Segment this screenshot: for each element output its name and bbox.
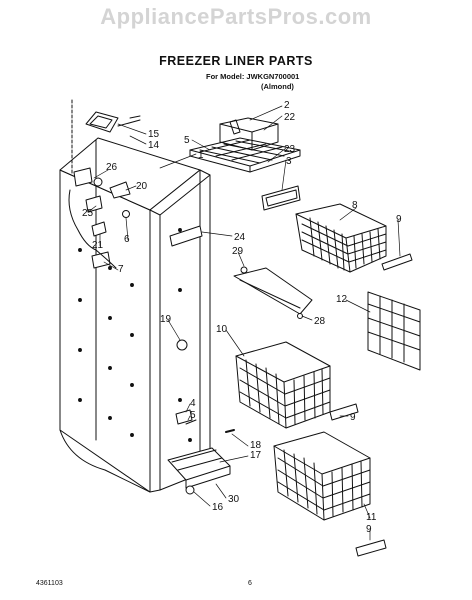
lower-basket-rail bbox=[355, 539, 387, 557]
callout-2: 2 bbox=[284, 100, 290, 111]
callout-20: 20 bbox=[136, 181, 148, 192]
model-number: For Model: JWKGN700001 bbox=[206, 72, 300, 81]
leader-lines bbox=[87, 105, 401, 541]
control-cluster bbox=[68, 167, 131, 269]
callout-22: 22 bbox=[284, 112, 296, 123]
callout-10: 10 bbox=[216, 324, 228, 335]
callout-25: 25 bbox=[82, 208, 94, 219]
callout-17: 17 bbox=[250, 450, 262, 461]
callout-labels: 2 22 5 23 3 15 14 1 26 20 25 6 21 7 24 8… bbox=[82, 100, 402, 535]
callout-9-middle: 9 bbox=[350, 412, 356, 423]
callout-18: 18 bbox=[250, 440, 262, 451]
callout-26: 26 bbox=[106, 162, 118, 173]
callout-12: 12 bbox=[336, 294, 348, 305]
callout-30: 30 bbox=[228, 494, 240, 505]
model-color: (Almond) bbox=[261, 82, 294, 91]
middle-basket bbox=[235, 341, 331, 429]
callout-21: 21 bbox=[92, 240, 104, 251]
fasteners bbox=[175, 339, 235, 433]
callout-1: 1 bbox=[198, 150, 204, 161]
callout-5: 5 bbox=[184, 135, 190, 146]
callout-4: 4 bbox=[190, 398, 196, 409]
diagram-title: FREEZER LINER PARTS bbox=[159, 54, 313, 68]
middle-basket-rail bbox=[329, 403, 359, 421]
callout-7: 7 bbox=[118, 264, 124, 275]
callout-5-lower: 5 bbox=[190, 410, 196, 421]
shelf-bracket bbox=[169, 225, 203, 247]
watermark-logo: AppliancePartsPros.com bbox=[100, 4, 372, 29]
page-number: 6 bbox=[248, 580, 252, 587]
upper-basket-rail bbox=[381, 253, 413, 271]
lower-basket bbox=[273, 431, 371, 521]
callout-29: 29 bbox=[232, 246, 244, 257]
callout-3: 3 bbox=[286, 156, 292, 167]
upper-basket bbox=[295, 203, 387, 273]
freezer-liner bbox=[59, 99, 211, 493]
callout-14: 14 bbox=[148, 140, 160, 151]
callout-11: 11 bbox=[366, 512, 377, 523]
bottom-trim bbox=[167, 447, 231, 495]
callout-28: 28 bbox=[314, 316, 326, 327]
callout-9-lower: 9 bbox=[366, 524, 372, 535]
callout-16: 16 bbox=[212, 502, 224, 513]
document-number: 4361103 bbox=[36, 580, 63, 587]
callout-6: 6 bbox=[124, 234, 130, 245]
ice-tray-shelf bbox=[189, 117, 301, 211]
callout-9-upper: 9 bbox=[396, 214, 402, 225]
callout-15: 15 bbox=[148, 129, 160, 140]
callout-19: 19 bbox=[160, 314, 172, 325]
callout-24: 24 bbox=[234, 232, 246, 243]
slide-rail bbox=[233, 266, 313, 319]
callout-23: 23 bbox=[284, 144, 296, 155]
callout-8: 8 bbox=[352, 200, 358, 211]
divider-panel bbox=[367, 291, 421, 371]
